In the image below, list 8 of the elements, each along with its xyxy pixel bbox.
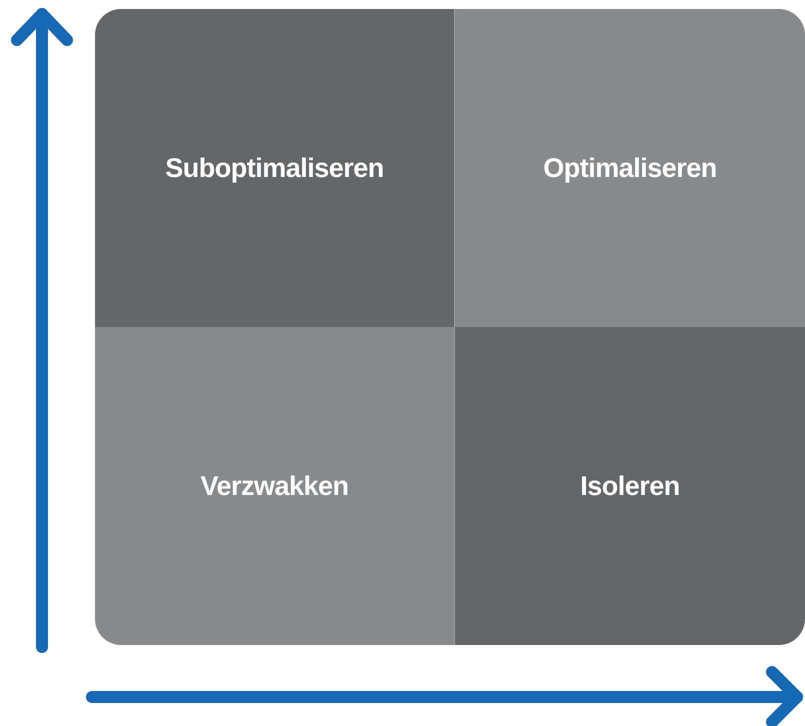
quadrant-label: Verzwakken — [199, 470, 350, 502]
quadrant-box — [95, 9, 454, 327]
quadrant-label: Optimaliseren — [542, 152, 718, 184]
quadrant-box — [454, 9, 805, 327]
quadrant-box — [454, 327, 805, 645]
quadrant-box — [95, 327, 454, 645]
quadrant-label: Isoleren — [579, 470, 681, 502]
quadrant-label: Suboptimaliseren — [164, 152, 385, 184]
